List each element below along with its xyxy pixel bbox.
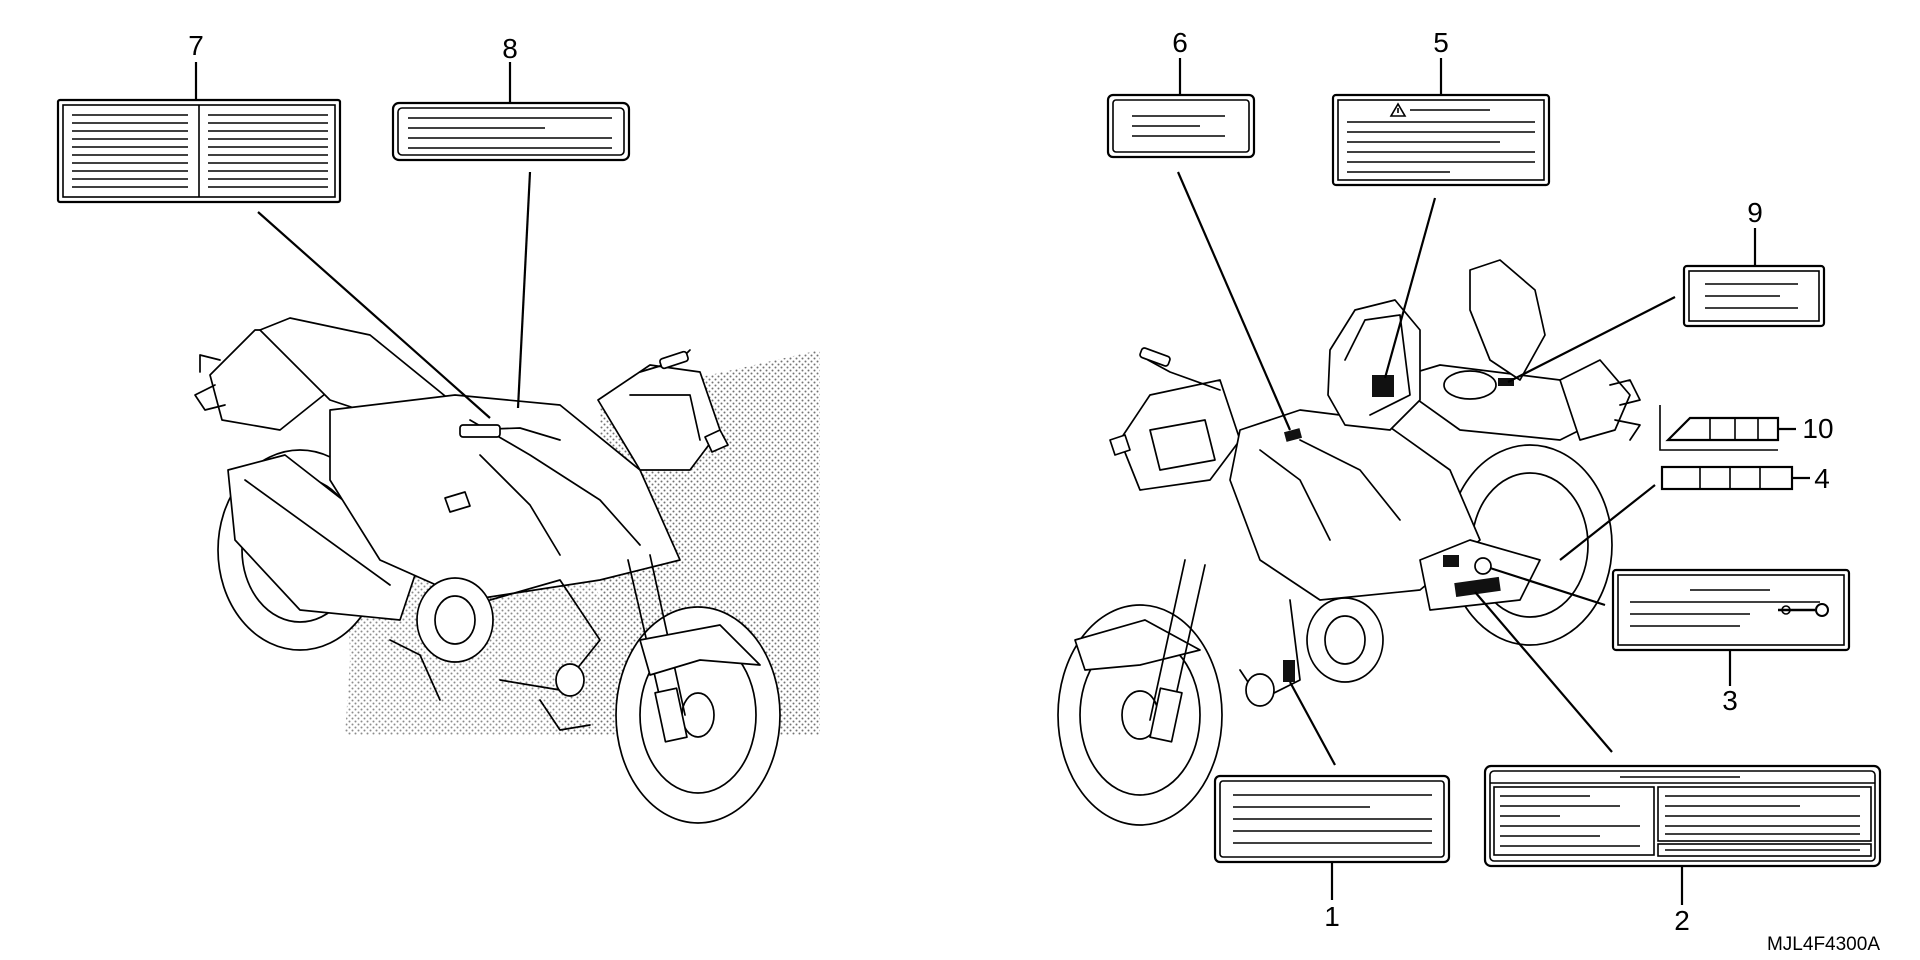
callout-9: 9 [1747,197,1763,228]
front-fender [639,624,761,676]
engine-cover [416,577,494,663]
callout-4: 4 [1814,463,1830,494]
front-fender-right [1074,619,1201,671]
front-fork-right [1149,559,1186,721]
label-1-panel [1213,774,1451,864]
label-10-panel [1659,405,1780,451]
raised-seat [1469,259,1546,381]
front-cowl-right [1119,379,1241,491]
motorcycle-left-view [194,317,820,824]
label-7-panel [56,98,342,204]
callout-5: 5 [1433,27,1449,58]
leader-lines [194,58,1810,905]
label-6-panel [1106,93,1256,159]
leader-4-bike [1559,484,1656,561]
label-3-panel [1611,568,1851,652]
label-2-position-marker [1454,576,1501,597]
label-9-panel [1682,264,1826,328]
leader-6 [1176,171,1292,431]
callout-7: 7 [188,30,204,61]
part-code: MJL4F4300A [1767,934,1880,955]
leader-2 [1474,591,1613,753]
label-5-panel [1331,93,1551,187]
fuel-tank-body [329,394,681,601]
callout-10: 10 [1802,413,1833,444]
key-symbol-marker [1474,557,1492,575]
label-5-position-marker [1372,375,1394,397]
leader-9 [1507,296,1676,383]
tail-right [1559,359,1631,441]
label-9-position-marker [1498,378,1514,386]
key-icon [1778,603,1829,617]
callout-6: 6 [1172,27,1188,58]
label-8-panel [391,101,631,162]
callout-8: 8 [502,33,518,64]
label-6-position-marker [1283,428,1303,442]
motorcycle-right-view [1057,259,1641,826]
label-4-panel [1660,465,1794,491]
callout-3: 3 [1722,685,1738,716]
callout-2: 2 [1674,905,1690,936]
handlebar-right [1147,359,1221,391]
callout-1: 1 [1324,901,1340,932]
warning-triangle-icon [1389,102,1407,117]
leader-8 [516,171,532,409]
leader-5 [1383,197,1437,379]
engine-right [1306,597,1384,683]
label-1-position-marker [1283,660,1295,682]
leader-1 [1289,681,1336,766]
leader-7 [257,211,491,419]
label-2-panel [1483,764,1882,868]
leader-3 [1489,566,1606,607]
label-3-position-marker [1443,555,1459,567]
